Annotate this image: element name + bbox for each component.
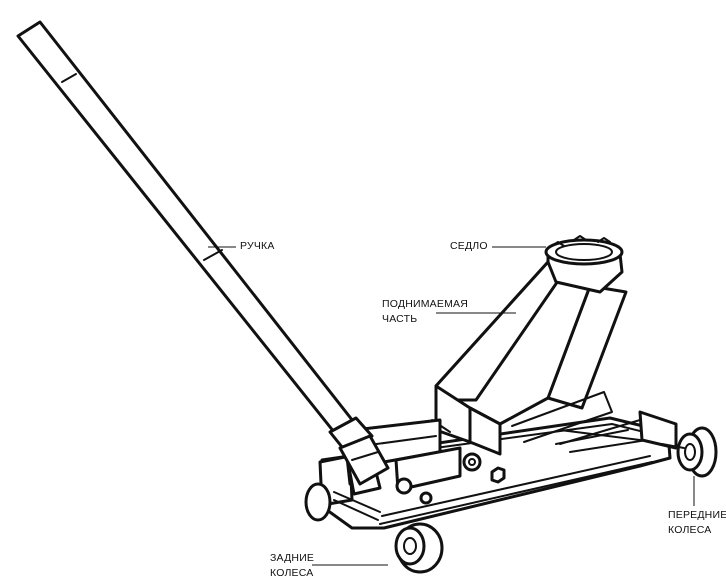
handle — [16, 20, 390, 486]
lifting-part-label-line2: ЧАСТЬ — [382, 313, 418, 325]
handle-label: РУЧКА — [240, 240, 275, 252]
rear-wheels-label-line2: КОЛЕСА — [270, 567, 314, 579]
front-wheels-label: ПЕРЕДНИЕ КОЛЕСА — [668, 508, 726, 538]
lifting-part-label-line1: ПОДНИМАЕМАЯ — [382, 298, 469, 310]
front-wheels — [661, 426, 718, 478]
rear-wheels — [304, 482, 444, 574]
lifting-part-label: ПОДНИМАЕМАЯ ЧАСТЬ — [382, 297, 468, 327]
saddle-label: СЕДЛО — [450, 240, 488, 252]
front-wheels-label-line2: КОЛЕСА — [668, 524, 712, 536]
lifting-arm — [431, 260, 641, 456]
rear-wheels-label-line1: ЗАДНИЕ — [270, 552, 315, 564]
rear-wheels-label: ЗАДНИЕ КОЛЕСА — [270, 551, 314, 581]
front-wheels-label-line1: ПЕРЕДНИЕ — [668, 509, 726, 521]
saddle — [544, 235, 624, 294]
